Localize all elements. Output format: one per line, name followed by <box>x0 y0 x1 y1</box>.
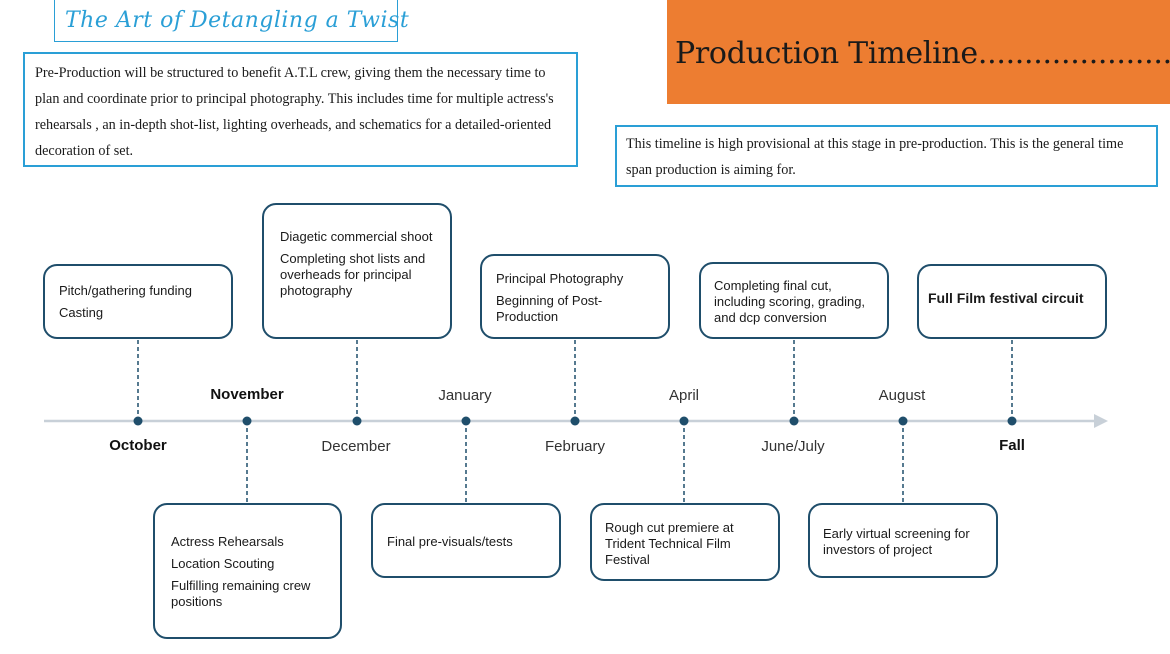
event-line: Diagetic commercial shoot <box>280 229 433 244</box>
month-label-august: August <box>878 387 926 404</box>
event-line: Final pre-visuals/tests <box>387 534 513 549</box>
event-august: Early virtual screening for investors of… <box>808 503 998 578</box>
event-november: Actress Rehearsals Location Scouting Ful… <box>153 503 342 639</box>
month-label-june-july: June/July <box>761 438 825 455</box>
event-december: Diagetic commercial shoot Completing sho… <box>262 203 452 339</box>
month-label-november: November <box>210 386 284 403</box>
timeline-node <box>898 416 908 426</box>
timeline-node <box>1007 416 1017 426</box>
month-label-december: December <box>321 438 391 455</box>
event-line: Completing final cut, including scoring,… <box>714 278 866 325</box>
event-january: Final pre-visuals/tests <box>371 503 561 578</box>
event-february: Principal Photography Beginning of Post-… <box>480 254 670 339</box>
month-label-february: February <box>544 438 606 455</box>
event-line: Early virtual screening for investors of… <box>823 526 970 557</box>
timeline-node <box>789 416 799 426</box>
month-label-fall: Fall <box>999 437 1025 454</box>
event-april: Rough cut premiere at Trident Technical … <box>590 503 780 581</box>
event-line: Full Film festival circuit <box>928 290 1084 306</box>
month-label-april: April <box>668 387 700 404</box>
event-october: Pitch/gathering funding Casting <box>43 264 233 339</box>
timeline-arrow-head <box>1094 414 1108 428</box>
timeline-node <box>461 416 471 426</box>
timeline-node <box>679 416 689 426</box>
event-line: Rough cut premiere at Trident Technical … <box>605 520 734 567</box>
event-june-july: Completing final cut, including scoring,… <box>699 262 889 339</box>
event-line: Casting <box>59 305 104 320</box>
event-fall: Full Film festival circuit <box>917 264 1107 339</box>
month-label-january: January <box>438 387 492 404</box>
event-line: Completing shot lists and overheads for … <box>280 251 426 298</box>
month-label-october: October <box>109 437 167 454</box>
event-line: Location Scouting <box>171 556 275 571</box>
event-line: Pitch/gathering funding <box>59 283 192 298</box>
project-title: The Art of Detangling a Twist <box>54 0 409 42</box>
pre-production-description: Pre-Production will be structured to ben… <box>23 52 578 167</box>
banner-title: Production Timeline.....................… <box>675 36 1170 71</box>
timeline-node <box>133 416 143 426</box>
event-line: Principal Photography <box>496 271 624 286</box>
event-line: Actress Rehearsals <box>171 534 284 549</box>
event-line: Beginning of Post-Production <box>496 293 603 324</box>
provisional-note: This timeline is high provisional at thi… <box>615 125 1158 187</box>
event-line: Fulfilling remaining crew positions <box>171 578 311 609</box>
timeline-node <box>570 416 580 426</box>
timeline-node <box>352 416 362 426</box>
timeline-node <box>242 416 252 426</box>
title-banner <box>667 0 1170 104</box>
